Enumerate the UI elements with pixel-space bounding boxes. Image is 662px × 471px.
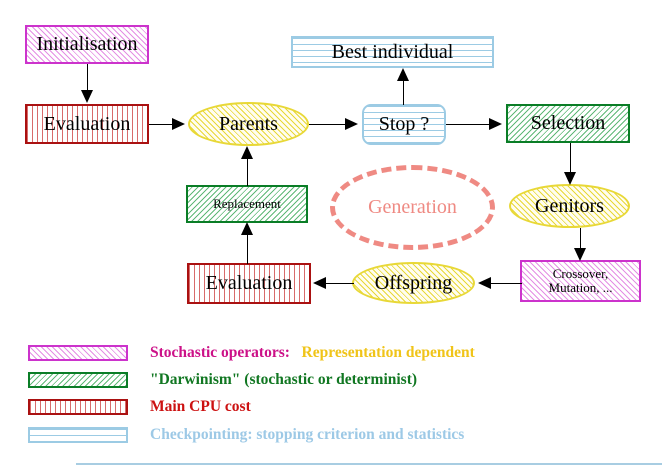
node-parents-label: Parents [219,112,278,135]
arrowhead-parents-to-stop [345,118,358,130]
edge-parents-to-stop [309,124,349,125]
node-initialisation-label: Initialisation [36,33,138,55]
legend-row-darwinism: "Darwinism" (stochastic or determinist) [28,371,417,389]
legend-swatch-blue-horizontal-hatch-icon [28,427,128,443]
node-best-individual-label: Best individual [331,40,454,63]
node-replacement[interactable]: Replacement [186,185,308,223]
edge-initialisation-to-evaluation [87,64,88,92]
legend-swatch-magenta-diagonal-hatch-icon [28,345,128,361]
arrowhead-evaluation-to-replacement [241,222,253,235]
arrowhead-evaluation-to-parents [172,118,185,130]
legend-label-cpu-cost: Main CPU cost [150,398,251,415]
legend-label-stochastic-text: Stochastic operators: [150,344,290,361]
node-evaluation-bottom-label: Evaluation [205,272,293,294]
legend-label-checkpointing: Checkpointing: stopping criterion and st… [150,426,465,443]
node-stop-label: Stop ? [378,113,430,135]
node-generation-group: Generation [330,165,495,250]
edge-stop-to-selection [446,124,492,125]
node-evaluation-bottom[interactable]: Evaluation [187,263,311,304]
edge-evaluation-to-replacement [247,228,248,264]
legend-label-stochastic: Stochastic operators: Representation dep… [150,344,475,362]
legend-row-stochastic: Stochastic operators: Representation dep… [28,344,475,362]
legend-row-cpu-cost: Main CPU cost [28,398,251,416]
edge-crossover-to-offspring [490,283,522,284]
node-offspring[interactable]: Offspring [352,262,475,304]
node-selection[interactable]: Selection [506,104,630,143]
arrowhead-initialisation-to-evaluation [81,90,93,103]
node-offspring-label: Offspring [374,271,453,294]
node-genitors[interactable]: Genitors [509,184,630,228]
edge-replacement-to-parents [247,152,248,186]
arrowhead-crossover-to-offspring [478,277,491,289]
edge-offspring-to-evaluation [323,283,354,284]
node-genitors-label: Genitors [535,194,604,217]
arrowhead-selection-to-genitors [564,172,576,185]
edge-selection-to-genitors [570,143,571,175]
arrowhead-offspring-to-evaluation [313,277,326,289]
edge-evaluation-to-parents [149,124,175,125]
bottom-rule [76,463,662,465]
node-evaluation-top-label: Evaluation [43,112,131,135]
legend-row-checkpointing: Checkpointing: stopping criterion and st… [28,426,464,444]
arrowhead-stop-to-best-individual [397,68,409,81]
node-stop[interactable]: Stop ? [362,104,446,145]
node-selection-label: Selection [530,112,606,134]
legend-swatch-red-vertical-hatch-icon [28,399,128,415]
node-parents[interactable]: Parents [188,102,309,146]
node-best-individual[interactable]: Best individual [291,36,494,68]
legend-swatch-green-diagonal-hatch-icon [28,372,128,388]
edge-genitors-to-crossover [580,228,581,256]
node-generation-label: Generation [368,196,457,218]
node-initialisation[interactable]: Initialisation [25,25,149,64]
node-crossover-mutation[interactable]: Crossover, Mutation, ... [520,260,641,302]
node-evaluation-top[interactable]: Evaluation [25,104,149,144]
legend-label-stochastic-accent: Representation dependent [301,344,475,361]
arrowhead-genitors-to-crossover [574,248,586,261]
node-crossover-mutation-label: Crossover, Mutation, ... [548,266,613,295]
node-replacement-label: Replacement [213,196,281,212]
arrowhead-replacement-to-parents [241,146,253,159]
edge-stop-to-best-individual [403,72,404,105]
legend-label-darwinism: "Darwinism" (stochastic or determinist) [150,371,418,388]
arrowhead-stop-to-selection [489,118,502,130]
